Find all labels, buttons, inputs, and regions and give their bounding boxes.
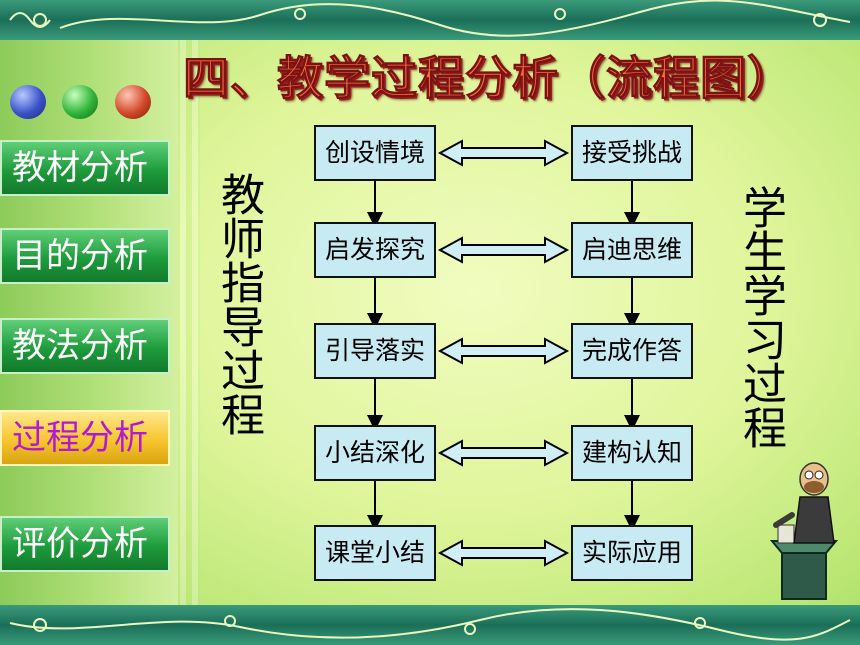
teacher-step-4: 小结深化 bbox=[314, 425, 436, 481]
page-title: 四、教学过程分析（流程图） bbox=[183, 51, 794, 106]
teacher-step-2: 启发探究 bbox=[314, 222, 436, 278]
bottom-ornament-border bbox=[0, 605, 860, 645]
teacher-guidance-label: 教师指导过程 bbox=[213, 172, 264, 436]
nav-process-analysis[interactable]: 过程分析 bbox=[0, 410, 170, 466]
double-arrow-icon bbox=[437, 539, 570, 567]
student-learning-label: 学生学习过程 bbox=[735, 185, 786, 449]
nav-evaluation-analysis[interactable]: 评价分析 bbox=[0, 516, 170, 572]
nav-goal-analysis[interactable]: 目的分析 bbox=[0, 228, 170, 284]
presenter-at-podium-icon bbox=[769, 462, 839, 600]
student-step-5: 实际应用 bbox=[571, 525, 693, 581]
top-ornament-border bbox=[0, 0, 860, 40]
double-arrow-icon bbox=[437, 439, 570, 467]
nav-textbook-analysis[interactable]: 教材分析 bbox=[0, 140, 170, 196]
student-step-4: 建构认知 bbox=[571, 425, 693, 481]
student-step-1: 接受挑战 bbox=[571, 125, 693, 181]
student-step-2: 启迪思维 bbox=[571, 222, 693, 278]
student-step-3: 完成作答 bbox=[571, 323, 693, 379]
teacher-step-5: 课堂小结 bbox=[314, 525, 436, 581]
double-arrow-icon bbox=[437, 139, 570, 167]
teacher-step-3: 引导落实 bbox=[314, 323, 436, 379]
double-arrow-icon bbox=[437, 337, 570, 365]
red-ball-icon bbox=[115, 85, 151, 119]
double-arrow-icon bbox=[437, 236, 570, 264]
teacher-step-1: 创设情境 bbox=[314, 125, 436, 181]
green-ball-icon bbox=[62, 85, 98, 119]
blue-ball-icon bbox=[10, 85, 46, 119]
nav-method-analysis[interactable]: 教法分析 bbox=[0, 318, 170, 374]
